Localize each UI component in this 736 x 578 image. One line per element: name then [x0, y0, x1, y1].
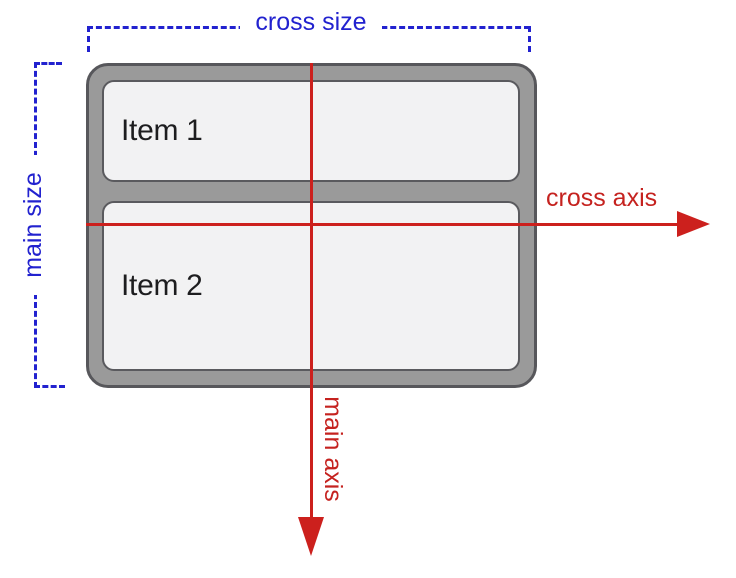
- cross-size-bracket-tick-left: [87, 26, 90, 52]
- cross-axis-label: cross axis: [546, 184, 658, 212]
- main-axis-line: [310, 63, 313, 518]
- flex-item-2-label: Item 2: [121, 269, 203, 302]
- cross-axis-line: [86, 223, 678, 226]
- main-size-label: main size: [18, 155, 48, 295]
- flex-item-1-label: Item 1: [121, 114, 203, 147]
- main-axis-label: main axis: [319, 396, 347, 502]
- cross-size-bracket-tick-right: [528, 26, 531, 52]
- cross-axis-arrowhead-icon: [677, 211, 710, 237]
- main-axis-arrowhead-icon: [298, 517, 324, 556]
- cross-size-label: cross size: [240, 7, 382, 37]
- main-size-bracket-tick-bottom: [34, 385, 65, 388]
- main-size-bracket-tick-top: [34, 62, 62, 65]
